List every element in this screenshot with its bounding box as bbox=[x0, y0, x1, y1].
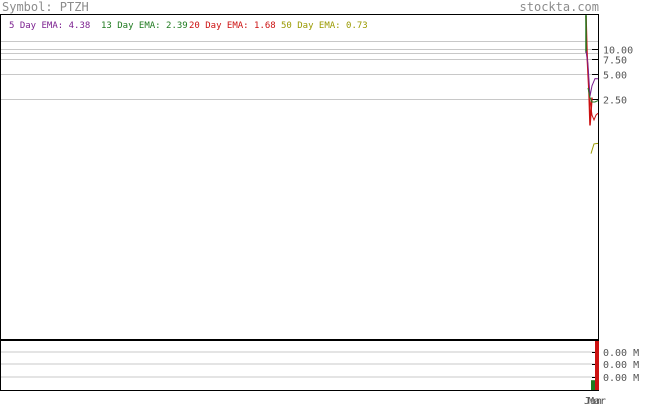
volume-tick-label: 0.00 M bbox=[603, 360, 639, 371]
volume-plot-area bbox=[591, 341, 599, 390]
ema20-line bbox=[589, 100, 599, 122]
price-axis-ticks: 10.007.50 5.00 2.50 bbox=[592, 46, 633, 107]
legend-ema50: 50 Day EMA: 0.73 bbox=[281, 21, 368, 31]
x-tick-label-mar: Mar bbox=[588, 396, 606, 406]
price-gridlines bbox=[1, 41, 598, 100]
ema13-line bbox=[587, 87, 599, 103]
volume-tick-label: 0.00 M bbox=[603, 348, 639, 359]
volume-tick-label: 0.00 M bbox=[603, 373, 639, 384]
volume-bar bbox=[595, 341, 599, 390]
price-tick-label: 10.00 bbox=[603, 46, 633, 57]
legend-ema20: 20 Day EMA: 1.68 bbox=[189, 21, 276, 31]
brand-label: stockta.com bbox=[520, 0, 599, 14]
volume-bar bbox=[591, 380, 595, 390]
ema5-line bbox=[585, 50, 599, 97]
x-tick-label-jan: Jan bbox=[584, 396, 602, 406]
legend-ema13: 13 Day EMA: 2.39 bbox=[101, 21, 188, 31]
price-tick-label: 5.00 bbox=[603, 71, 627, 82]
price-tick-label: 7.50 bbox=[603, 56, 627, 67]
price-tick-label: 2.50 bbox=[603, 96, 627, 107]
volume-axis-ticks: 0.00 M0.00 M0.00 M bbox=[592, 348, 639, 384]
ema50-line bbox=[590, 142, 599, 154]
price-plot-area bbox=[585, 15, 599, 154]
symbol-label: Symbol: PTZH bbox=[2, 0, 89, 14]
volume-panel-frame bbox=[0, 340, 599, 391]
price-panel-frame bbox=[0, 14, 599, 340]
legend-ema5: 5 Day EMA: 4.38 bbox=[9, 21, 90, 31]
